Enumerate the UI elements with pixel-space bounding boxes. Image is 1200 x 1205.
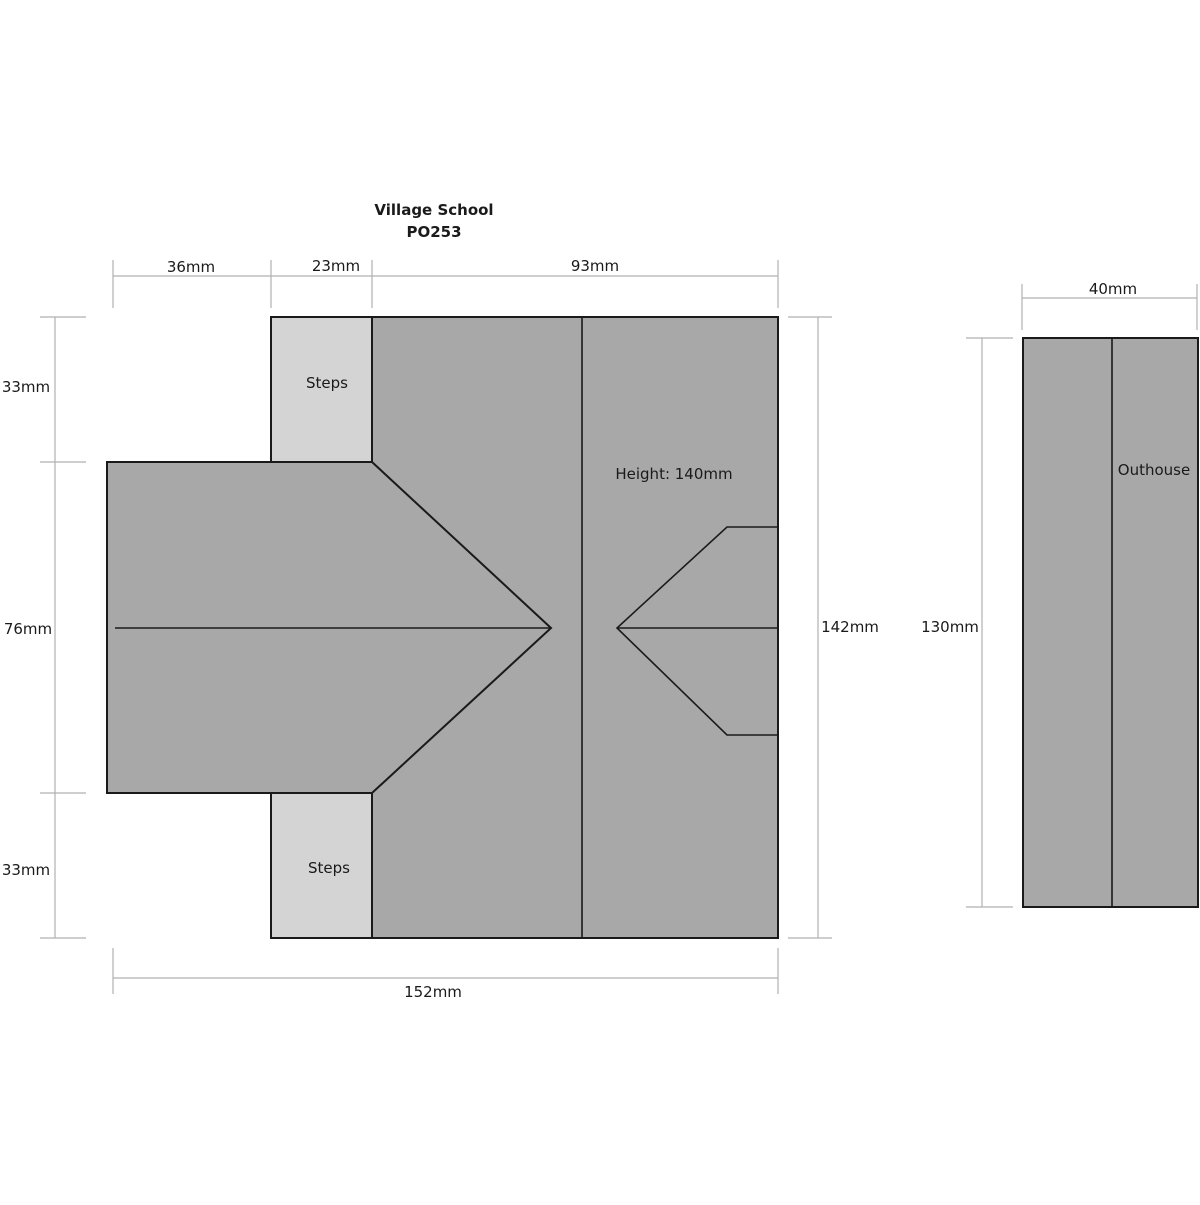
bottom-dimensions xyxy=(112,948,779,994)
top-dimensions xyxy=(112,260,779,308)
dim-left-top: 33mm xyxy=(2,378,50,396)
steps-top-label: Steps xyxy=(306,374,348,392)
outhouse-dimensions xyxy=(966,284,1198,908)
outhouse-label: Outhouse xyxy=(1118,461,1190,479)
diagram-code: PO253 xyxy=(406,223,461,241)
dim-right-total: 142mm xyxy=(821,618,879,636)
height-label: Height: 140mm xyxy=(615,465,732,483)
dim-outhouse-width: 40mm xyxy=(1089,280,1137,298)
left-dimensions xyxy=(40,316,86,939)
diagram-title: Village School xyxy=(374,201,493,219)
dim-top-right: 93mm xyxy=(571,257,619,275)
dim-top-mid: 23mm xyxy=(312,257,360,275)
right-dimensions xyxy=(788,316,832,939)
dim-outhouse-height: 130mm xyxy=(921,618,979,636)
dim-left-mid: 76mm xyxy=(4,620,52,638)
outhouse-roof xyxy=(1022,337,1199,908)
dim-left-bottom: 33mm xyxy=(2,861,50,879)
dim-top-left: 36mm xyxy=(167,258,215,276)
dim-bottom-total: 152mm xyxy=(404,983,462,1001)
steps-bottom-label: Steps xyxy=(308,859,350,877)
steps-bottom-block xyxy=(270,792,373,939)
